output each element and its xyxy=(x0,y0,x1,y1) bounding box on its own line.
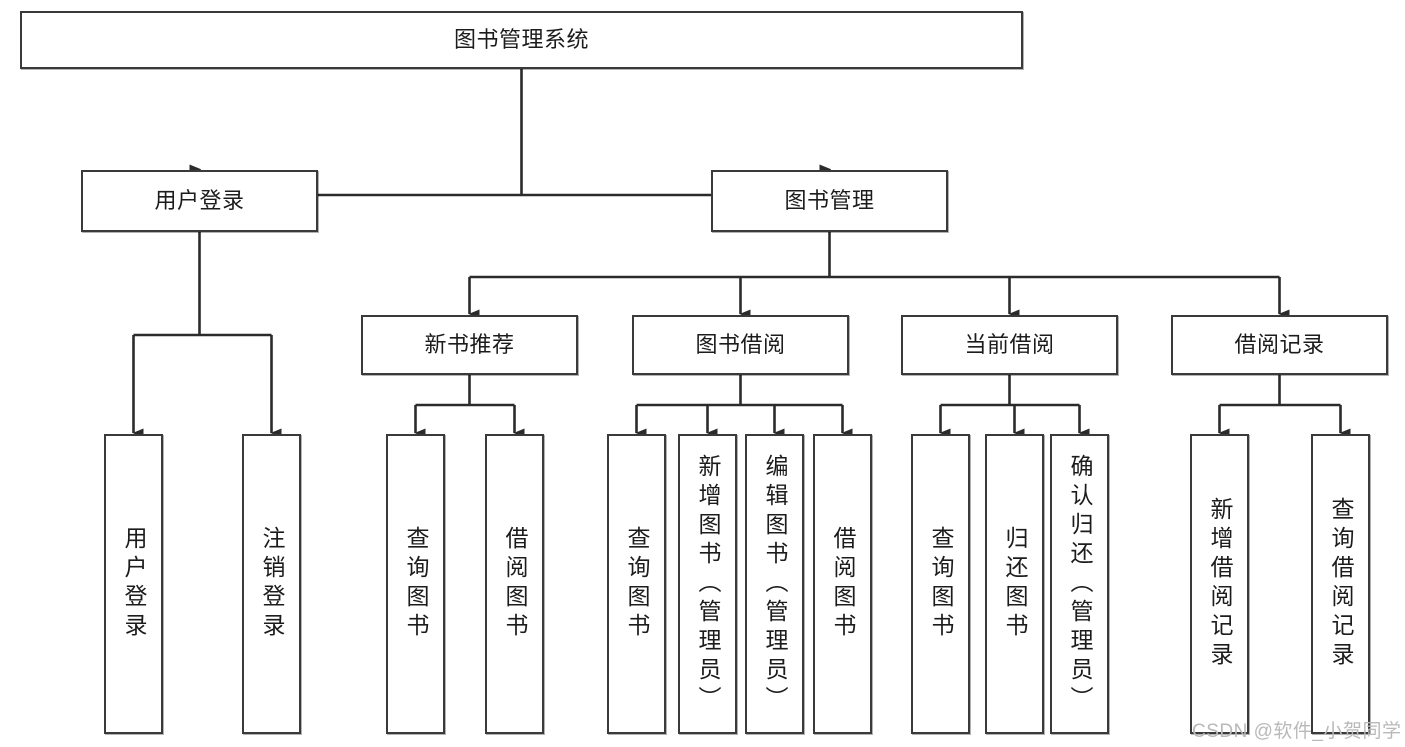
node-leaf-query-record[interactable]: 查询借阅记录 xyxy=(1311,434,1370,734)
node-leaf-borrow-book-2[interactable]: 借阅图书 xyxy=(813,434,872,734)
node-current-borrow[interactable]: 当前借阅 xyxy=(901,315,1118,375)
node-book-manage-label: 图书管理 xyxy=(784,187,875,213)
node-book-manage[interactable]: 图书管理 xyxy=(711,170,948,232)
node-current-borrow-label: 当前借阅 xyxy=(964,331,1055,357)
node-leaf-edit-book-label: 编辑图书（管理员） xyxy=(762,453,788,715)
node-new-book-rec-label: 新书推荐 xyxy=(424,331,515,357)
node-leaf-logout[interactable]: 注销登录 xyxy=(242,434,301,734)
node-borrow-record[interactable]: 借阅记录 xyxy=(1171,315,1388,375)
node-borrow-record-label: 借阅记录 xyxy=(1234,331,1325,357)
node-leaf-user-login[interactable]: 用户登录 xyxy=(104,434,163,734)
node-leaf-confirm-return[interactable]: 确认归还（管理员） xyxy=(1050,434,1109,734)
node-leaf-query-book-3[interactable]: 查询图书 xyxy=(911,434,970,734)
node-leaf-query-book-1-label: 查询图书 xyxy=(403,526,429,642)
node-leaf-add-book-label: 新增图书（管理员） xyxy=(695,453,721,715)
node-new-book-rec[interactable]: 新书推荐 xyxy=(361,315,578,375)
node-book-borrow-label: 图书借阅 xyxy=(695,331,786,357)
node-user-login-label: 用户登录 xyxy=(154,187,245,213)
node-leaf-add-record[interactable]: 新增借阅记录 xyxy=(1190,434,1249,734)
node-root-label: 图书管理系统 xyxy=(453,26,589,52)
node-leaf-confirm-return-label: 确认归还（管理员） xyxy=(1067,453,1093,715)
node-root[interactable]: 图书管理系统 xyxy=(20,11,1023,69)
node-leaf-query-book-2[interactable]: 查询图书 xyxy=(607,434,666,734)
node-leaf-borrow-book-1-label: 借阅图书 xyxy=(502,526,528,642)
node-leaf-query-book-1[interactable]: 查询图书 xyxy=(386,434,445,734)
node-book-borrow[interactable]: 图书借阅 xyxy=(632,315,849,375)
node-leaf-borrow-book-2-label: 借阅图书 xyxy=(830,526,856,642)
node-leaf-query-book-3-label: 查询图书 xyxy=(928,526,954,642)
node-leaf-edit-book[interactable]: 编辑图书（管理员） xyxy=(745,434,804,734)
node-user-login[interactable]: 用户登录 xyxy=(81,170,318,232)
node-leaf-query-record-label: 查询借阅记录 xyxy=(1328,497,1354,671)
node-leaf-add-book[interactable]: 新增图书（管理员） xyxy=(678,434,737,734)
node-leaf-user-login-label: 用户登录 xyxy=(121,526,147,642)
node-leaf-return-book[interactable]: 归还图书 xyxy=(985,434,1044,734)
node-leaf-logout-label: 注销登录 xyxy=(259,526,285,642)
node-leaf-return-book-label: 归还图书 xyxy=(1002,526,1028,642)
node-leaf-add-record-label: 新增借阅记录 xyxy=(1207,497,1233,671)
node-leaf-query-book-2-label: 查询图书 xyxy=(624,526,650,642)
node-leaf-borrow-book-1[interactable]: 借阅图书 xyxy=(485,434,544,734)
